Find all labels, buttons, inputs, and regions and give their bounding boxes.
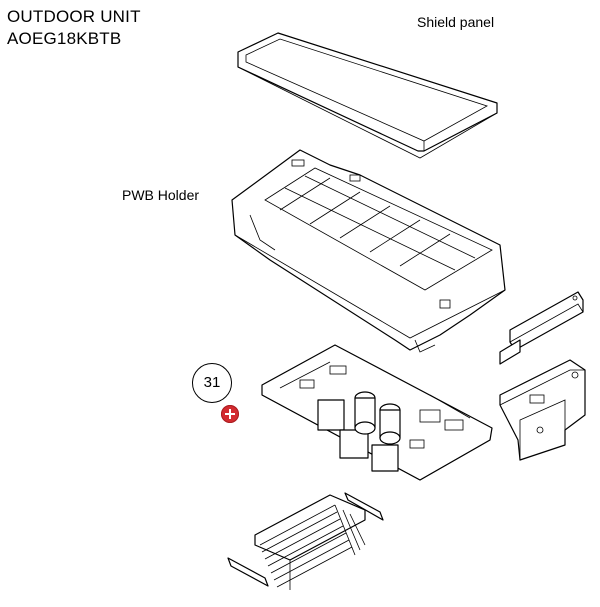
plus-circle-icon[interactable] <box>221 405 239 423</box>
shield-panel-part <box>237 32 498 159</box>
diagram-title-unit: OUTDOOR UNIT <box>7 7 141 26</box>
label-shield-panel: Shield panel <box>417 14 495 30</box>
part-callout-number: 31 <box>192 363 232 403</box>
heat-sink-part <box>227 492 384 590</box>
pwb-holder-part <box>231 149 506 353</box>
side-plate-part <box>499 359 586 461</box>
bracket-part <box>499 291 584 365</box>
circuit-board-part <box>261 344 493 481</box>
diagram-title-model: AOEG18KBTB <box>7 29 122 48</box>
label-pwb-holder: PWB Holder <box>122 187 200 203</box>
